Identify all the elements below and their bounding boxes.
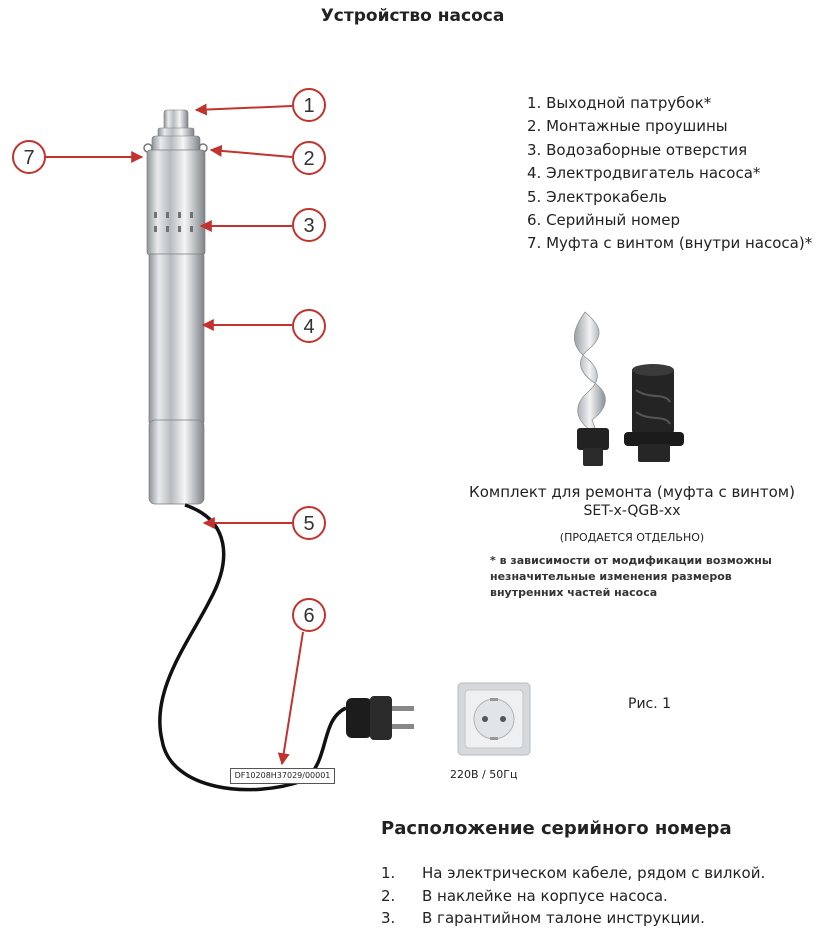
callout-6-circle [292,598,326,632]
pump-body [143,109,208,505]
list-text: В наклейке на корпусе насоса. [422,886,668,905]
modification-note: * в зависимости от модификации возможны … [490,554,772,599]
power-socket [457,682,531,756]
repair-kit-caption: Комплект для ремонта (муфта с винтом) [469,483,795,501]
intake-holes [154,212,193,232]
serial-section-title: Расположение серийного номера [381,818,732,839]
callout-2: 2 [303,148,314,170]
page-title: Устройство насоса [320,6,505,26]
electric-cable [158,503,347,792]
list-item: 2. Монтажные проушины [527,117,728,136]
parts-list: 1. Выходной патрубок* 2. Монтажные проуш… [527,92,812,256]
list-item: 4. Электродвигатель насоса* [527,164,761,183]
list-text: В гарантийном талоне инструкции. [422,909,705,927]
list-item: 5. Электрокабель [527,187,668,206]
callout-5: 5 [303,513,314,535]
callout-6: 6 [303,605,314,627]
voltage-label: 220В / 50Гц [450,768,518,781]
list-item: 6. Серийный номер [527,211,681,230]
list-item: 3. Водозаборные отверстия [527,140,748,159]
callout-7-circle [12,140,46,174]
list-item: 1. Выходной патрубок* [527,94,712,112]
callout-3-circle [292,208,326,242]
list-item: 1. На электрическом кабеле, рядом с вилко… [381,862,765,885]
list-number: 3. [381,909,396,927]
serial-location-list: 1. На электрическом кабеле, рядом с вилко… [381,862,765,930]
sold-separately-note: (ПРОДАЕТСЯ ОТДЕЛЬНО) [559,531,705,544]
power-plug [346,696,414,740]
callout-2-circle [292,141,326,175]
callout-1: 1 [303,95,314,117]
list-item: 2. В наклейке на корпусе насоса. [381,885,765,908]
repair-kit-code: SET-x-QGB-xx [583,503,681,519]
list-number: 2. [381,886,396,905]
list-item: 7. Муфта с винтом (внутри насоса)* [527,234,813,253]
callout-4-circle [292,309,326,343]
list-text: На электрическом кабеле, рядом с вилкой. [422,864,766,882]
list-number: 1. [381,864,396,882]
callout-1-circle [292,88,326,122]
auger-screw [574,311,609,466]
callout-7: 7 [23,147,34,169]
callout-5-circle [292,506,326,540]
list-item: 3. В гарантийном талоне инструкции. [381,907,765,930]
callout-4: 4 [303,316,314,338]
coupling [624,364,684,462]
callout-3: 3 [303,215,314,237]
figure-label: Рис. 1 [628,696,672,712]
serial-number-sticker: DF10208H37029/00001 [230,768,335,784]
